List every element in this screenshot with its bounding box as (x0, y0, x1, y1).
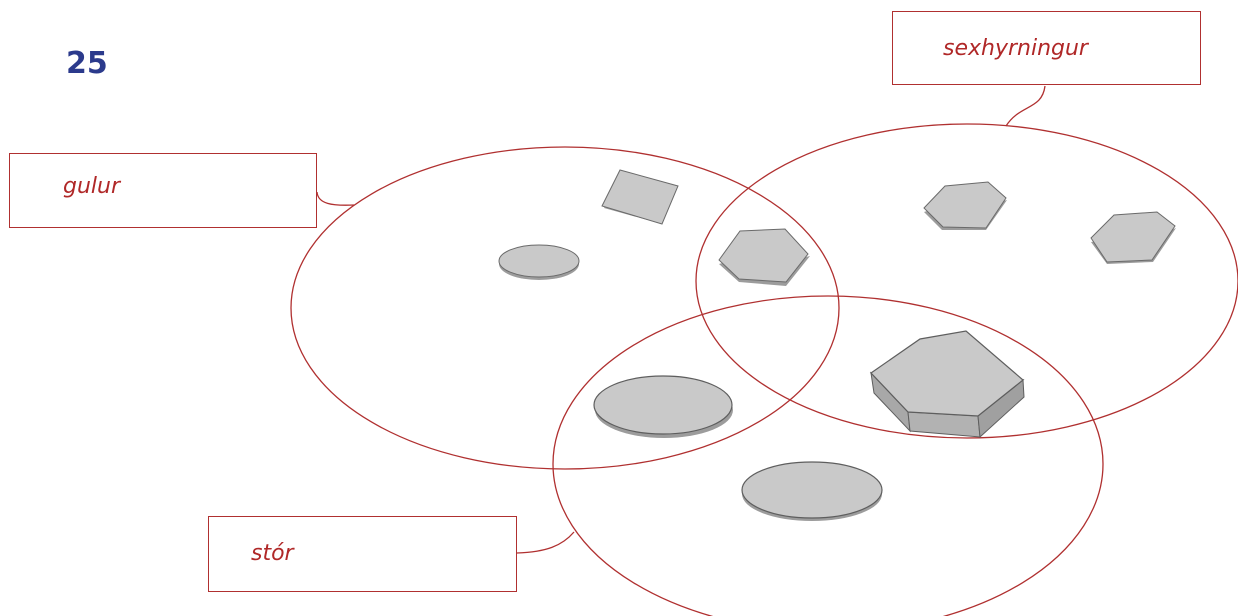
set-gulur-ellipse (290, 146, 840, 470)
connector-stor (516, 531, 575, 554)
small-hexagon-shape (923, 181, 1007, 230)
label-box-sexhyrningur: sexhyrningur (892, 11, 1201, 85)
connector-sexhyrningur (1005, 85, 1046, 127)
set-sexhyrningur-ellipse (695, 123, 1238, 439)
set-label-sexhyrningur: sexhyrningur (943, 36, 1088, 61)
page-number: 25 (66, 46, 108, 81)
large-ellipse-shape (741, 461, 883, 521)
set-label-stor: stór (251, 541, 294, 566)
label-box-gulur: gulur (9, 153, 317, 228)
set-stor-ellipse (552, 295, 1104, 616)
set-label-gulur: gulur (63, 174, 121, 199)
large-hexagon-shape (869, 330, 1025, 439)
connector-gulur (316, 191, 355, 206)
label-box-stor: stór (208, 516, 517, 592)
small-square-shape (601, 169, 679, 225)
small-ellipse-shape (498, 244, 580, 280)
small-hexagon-shape (1090, 211, 1176, 264)
large-ellipse-shape (593, 375, 733, 438)
small-hexagon-shape (718, 228, 810, 286)
